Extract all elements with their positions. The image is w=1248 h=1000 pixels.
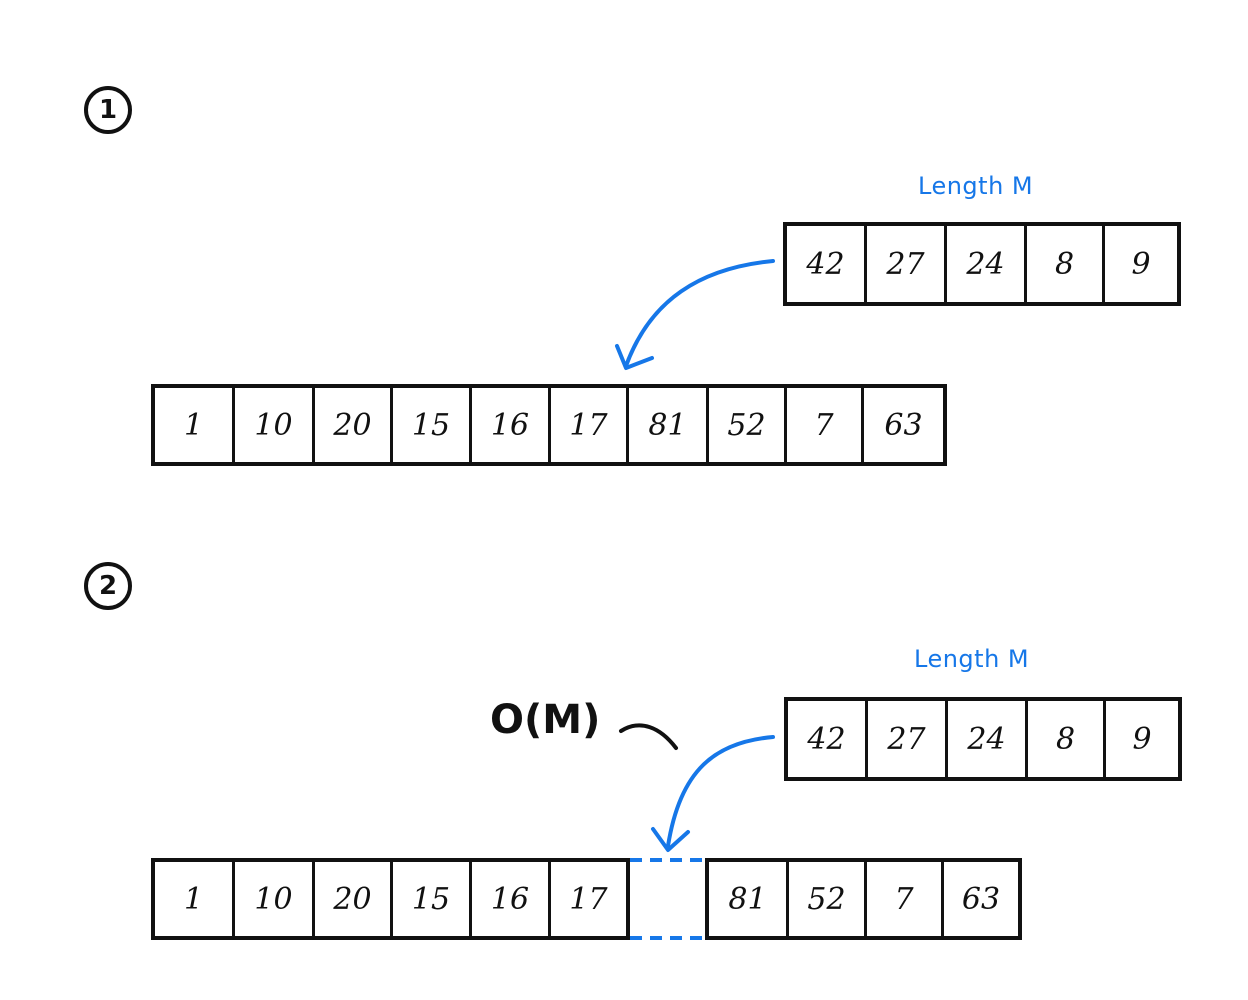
array-cell: 20 [315, 862, 393, 936]
array-cell: 1 [155, 862, 235, 936]
step-1-number: 1 [98, 95, 118, 125]
step-1-insert-array: 42 27 24 8 9 [783, 222, 1181, 306]
array-cell: 7 [867, 862, 944, 936]
array-cell: 24 [948, 701, 1028, 777]
step-2-insert-array: 42 27 24 8 9 [784, 697, 1182, 781]
array-cell: 7 [787, 388, 864, 462]
step-2-number: 2 [98, 571, 118, 601]
complexity-connector [619, 723, 678, 750]
array-cell: 10 [235, 862, 315, 936]
array-cell: 8 [1028, 701, 1106, 777]
array-cell: 27 [868, 701, 948, 777]
array-cell: 52 [709, 388, 787, 462]
array-cell: 63 [961, 881, 1001, 917]
array-cell: 27 [867, 226, 947, 302]
insert-arrow-2-head-icon [651, 827, 690, 852]
insert-arrow-1 [624, 259, 775, 368]
step-1-badge: 1 [84, 86, 132, 134]
array-cell: 16 [472, 862, 551, 936]
array-cell: 8 [1027, 226, 1105, 302]
array-cell: 9 [1132, 721, 1152, 757]
array-cell: 42 [788, 701, 868, 777]
array-cell: 9 [1131, 246, 1151, 282]
array-cell: 16 [472, 388, 551, 462]
step-2-main-array-right: 81 52 7 63 [705, 858, 1022, 940]
insert-arrow-1-head-icon [615, 344, 654, 370]
array-cell: 81 [709, 862, 789, 936]
step-2-badge: 2 [84, 562, 132, 610]
array-cell: 15 [393, 862, 472, 936]
complexity-label: O(M) [490, 697, 601, 743]
array-cell: 10 [235, 388, 315, 462]
array-cell: 42 [787, 226, 867, 302]
step-1-length-label: Length M [918, 172, 1034, 200]
step-2-length-label: Length M [914, 645, 1030, 673]
array-cell: 17 [551, 388, 629, 462]
step-1-main-array: 1 10 20 15 16 17 81 52 7 63 [151, 384, 947, 466]
step-2-main-array-left: 1 10 20 15 16 17 [151, 858, 630, 940]
array-cell: 52 [789, 862, 867, 936]
array-cell: 1 [155, 388, 235, 462]
array-cell: 20 [315, 388, 393, 462]
insert-arrow-2 [666, 735, 775, 848]
array-cell: 24 [947, 226, 1027, 302]
array-cell: 81 [629, 388, 709, 462]
array-cell: 17 [569, 881, 608, 917]
array-cell: 15 [393, 388, 472, 462]
array-cell: 63 [884, 407, 923, 443]
